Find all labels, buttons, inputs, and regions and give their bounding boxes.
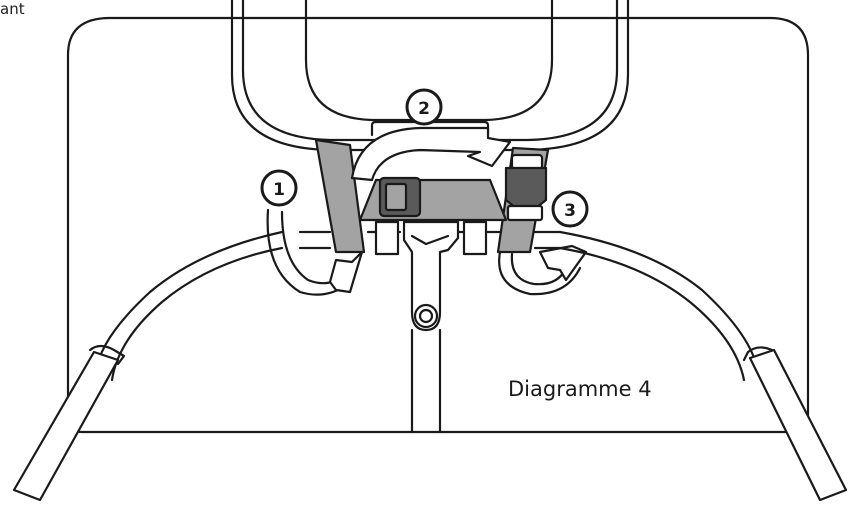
arrow-3-head: [538, 244, 588, 282]
right-clip: [462, 220, 488, 256]
right-handle-grip-cap: [742, 346, 774, 362]
handle-frame-outer-right: [558, 230, 760, 374]
center-hanger-inner: [410, 234, 450, 246]
corner-text-fragment: ant: [0, 0, 25, 18]
left-clip: [374, 220, 400, 256]
release-buckle-bottom: [506, 204, 544, 222]
callout-3: 3: [551, 190, 589, 228]
callout-2-label: 2: [418, 99, 430, 119]
arrow-2: [350, 126, 512, 182]
release-buckle: [504, 166, 548, 210]
callout-1-label: 1: [273, 180, 285, 200]
callout-3-label: 3: [564, 201, 576, 221]
left-handle-grip-cap: [88, 344, 126, 366]
right-loop-inner: [510, 252, 568, 286]
right-loop: [498, 250, 582, 296]
seam-line: [410, 328, 442, 434]
slide-buckle-slot: [384, 182, 408, 212]
center-hanger-ring-inner: [418, 308, 434, 324]
left-strap: [314, 138, 366, 254]
left-handle-grip: [12, 350, 120, 502]
left-loop: [266, 208, 350, 296]
callout-1: 1: [260, 169, 298, 207]
diagram-caption: Diagramme 4: [508, 377, 652, 401]
handle-frame-outer: [94, 230, 284, 374]
arrow-1-head: [328, 250, 364, 294]
right-handle-grip: [748, 348, 848, 502]
center-hanger: [402, 220, 460, 332]
handle-frame-inner-right: [558, 246, 746, 382]
callout-2: 2: [405, 88, 443, 126]
